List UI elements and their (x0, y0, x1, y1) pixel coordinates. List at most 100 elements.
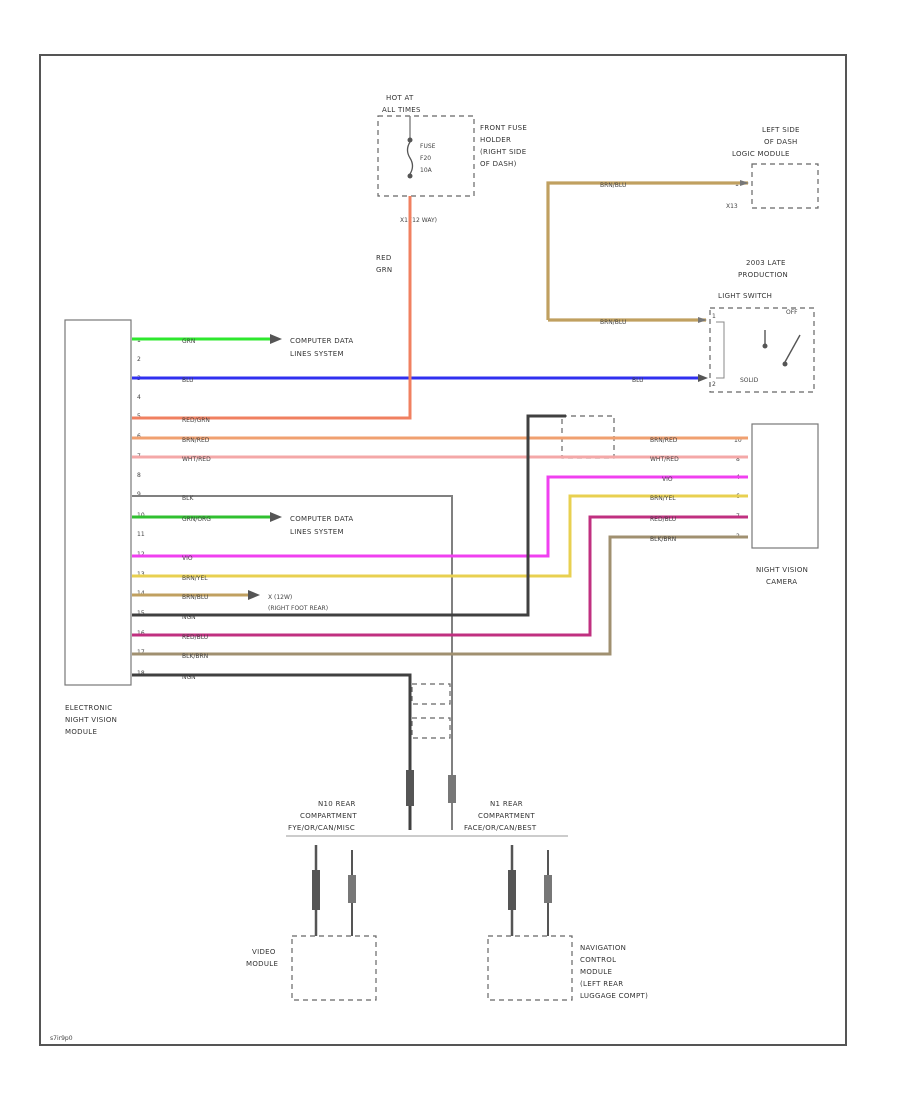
fuse-holder-line-2: HOLDER (480, 136, 511, 144)
wire-label-3-right: BLU (632, 377, 644, 384)
wire-label-12-right: VIO (662, 476, 673, 483)
arrow-computer-data-1 (270, 334, 282, 344)
switch-pivot (762, 343, 768, 349)
wire-17-blk-brn (132, 535, 748, 656)
wire-label-9: BLK (182, 495, 194, 502)
wire-label-12: VIO (182, 555, 193, 562)
wire-label-14: BRN/BLU (182, 594, 208, 601)
wire-15-ngn (132, 414, 566, 617)
arrow-light-switch-blu (698, 374, 708, 382)
rear-left-line-1: N10 REAR (318, 800, 356, 808)
dash-module-pin-label: X13 (726, 203, 738, 210)
camera-pin: 8 (736, 456, 740, 463)
light-switch-pin-1: 1 (712, 313, 716, 320)
diagram-border (39, 54, 847, 1046)
night-vision-camera-box (751, 423, 819, 549)
wire-label-16: RED/BLU (182, 634, 208, 641)
fuse-terminal-bottom (407, 173, 413, 179)
light-switch-note-line-2: PRODUCTION (738, 271, 788, 279)
wire-16-red-blu (132, 515, 748, 637)
dash-logic-module-box (751, 163, 819, 209)
fuse-terminal-top (407, 137, 413, 143)
camera-name-line-1: NIGHT VISION (756, 566, 808, 574)
wire-label-10: GRN/ORG (182, 516, 211, 523)
module-pin: 11 (137, 531, 145, 538)
fuse-wire-color-line-1: RED (376, 254, 392, 262)
wire-9-blk (132, 495, 453, 830)
wire-label-7-right: WHT/RED (650, 456, 679, 463)
module-pins: 1 2 3 4 5 6 7 8 9 10 11 12 13 14 15 16 1… (137, 337, 145, 677)
light-switch-name: LIGHT SWITCH (718, 292, 772, 300)
fuse-holder-line-1: FRONT FUSE (480, 124, 527, 132)
x12-line-1: X (12W) (268, 594, 292, 601)
arrow-x12 (248, 590, 260, 600)
nav-module-line-4: (LEFT REAR (580, 980, 623, 988)
rear-connector-left-pin (406, 770, 414, 806)
computer-data-2-line-1: COMPUTER DATA (290, 515, 354, 523)
wire-label-17: BLK/BRN (182, 653, 208, 660)
camera-pin: 10 (734, 437, 742, 444)
module-pin: 8 (137, 472, 141, 479)
wire-label-7: WHT/RED (182, 456, 211, 463)
wire-label-16-right: RED/BLU (650, 516, 676, 523)
video-module-line-2: MODULE (246, 960, 278, 968)
twisted-pair-splice-1 (411, 683, 451, 705)
wire-label-17-right: BLK/BRN (650, 536, 676, 543)
video-module-box (291, 935, 377, 1001)
wire-label-13-right: BRN/YEL (650, 495, 676, 502)
nav-module-line-5: LUGGAGE COMPT) (580, 992, 648, 1000)
fuse-hot-line-2: ALL TIMES (382, 106, 421, 114)
video-connector-pin-2 (348, 875, 356, 903)
fuse-holder-line-3: (RIGHT SIDE (480, 148, 526, 156)
arrow-computer-data-2 (270, 512, 282, 522)
wire-12-vio (132, 475, 748, 558)
rear-left-line-2: COMPARTMENT (300, 812, 357, 820)
fuse-holder-line-4: OF DASH) (480, 160, 517, 168)
fuse-element (406, 141, 414, 175)
module-name-line-3: MODULE (65, 728, 97, 736)
fuse-label-line-1: FUSE (420, 143, 436, 150)
twisted-pair-splice-2 (411, 717, 451, 739)
wire-18-ngn (132, 673, 412, 830)
video-module-line-1: VIDEO (252, 948, 276, 956)
fuse-hot-line-1: HOT AT (386, 94, 414, 102)
module-name-line-2: NIGHT VISION (65, 716, 117, 724)
module-pin: 4 (137, 394, 141, 401)
wire-label-18: NGN (182, 674, 196, 681)
computer-data-1-line-1: COMPUTER DATA (290, 337, 354, 345)
arrow-dash-module (740, 180, 749, 186)
wire-label-1: GRN (182, 338, 195, 345)
dash-module-line-3: LOGIC MODULE (732, 150, 790, 158)
wire-dash-module-loop (546, 181, 748, 320)
light-switch-inner-label: SOLID (740, 377, 759, 384)
wire-label-6-right: BRN/RED (650, 437, 678, 444)
wire-label-dash-top: BRN/BLU (600, 182, 626, 189)
footer-code: s7ir9p0 (50, 1035, 73, 1042)
fuse-connector-label: X1 (12 WAY) (400, 217, 437, 224)
light-switch-box (709, 307, 815, 393)
fuse-wire-color-line-2: GRN (376, 266, 392, 274)
nav-module-box (487, 935, 573, 1001)
wire-label-dash-bottom: BRN/BLU (600, 319, 626, 326)
fuse-label-line-3: 10A (420, 167, 433, 174)
nav-connector-pin-2 (544, 875, 552, 903)
wire-label-5: RED/GRN (182, 417, 210, 424)
camera-name-line-2: CAMERA (766, 578, 797, 586)
x12-line-2: (RIGHT FOOT REAR) (268, 605, 328, 612)
night-vision-module-box (64, 319, 132, 686)
computer-data-2-line-2: LINES SYSTEM (290, 528, 344, 536)
arrow-light-switch (698, 317, 707, 323)
light-switch-note-line-1: 2003 LATE (746, 259, 786, 267)
rear-connector-right-pin (448, 775, 456, 803)
nav-module-line-3: MODULE (580, 968, 612, 976)
computer-data-1-line-2: LINES SYSTEM (290, 350, 344, 358)
nav-connector-pin-1 (508, 870, 516, 910)
nav-module-line-1: NAVIGATION (580, 944, 626, 952)
switch-contact-2 (782, 361, 788, 367)
rear-right-line-2: COMPARTMENT (478, 812, 535, 820)
switch-internal-path (716, 321, 725, 379)
module-name-line-1: ELECTRONIC (65, 704, 112, 712)
nav-module-line-2: CONTROL (580, 956, 616, 964)
light-switch-state: OFF (786, 309, 798, 316)
